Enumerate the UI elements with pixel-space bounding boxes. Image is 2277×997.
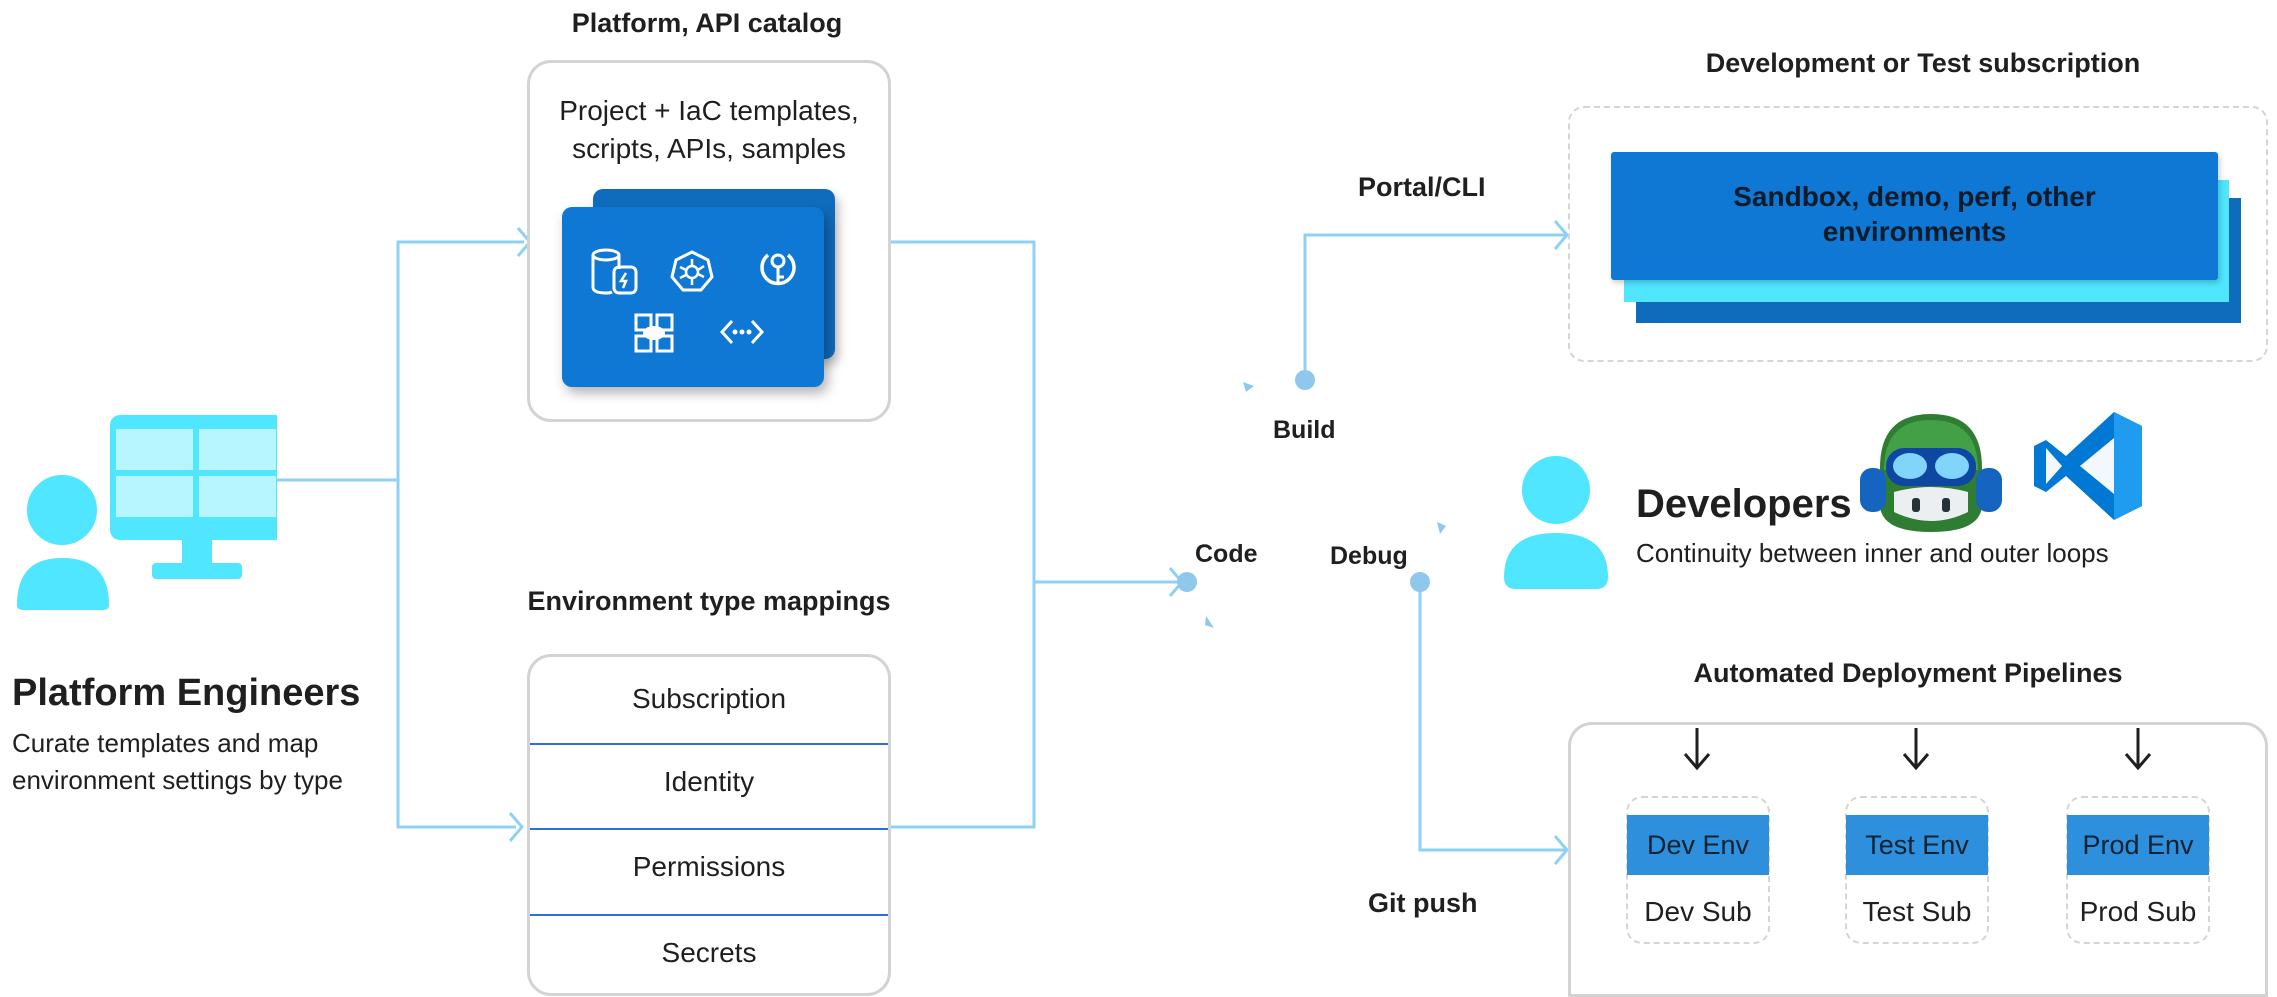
dev-sub-label: Dev Sub (1644, 896, 1752, 927)
sandbox-environments-box: Sandbox, demo, perf, other environments (1611, 152, 2218, 280)
platform-engineers-subtitle-line2: environment settings by type (12, 765, 343, 795)
build-dot (1295, 370, 1315, 390)
code-dot (1177, 572, 1197, 592)
grid-app-icon (634, 313, 674, 353)
platform-engineer-icon (12, 415, 277, 615)
git-push-label: Git push (1368, 888, 1478, 918)
debug-dot (1410, 572, 1430, 592)
mapping-divider (530, 914, 888, 916)
mapping-row-subscription: Subscription (631, 683, 787, 714)
mapping-divider (530, 743, 888, 745)
env-mappings-heading: Environment type mappings (527, 586, 891, 616)
copilot-icon (1860, 414, 2002, 532)
database-icon (591, 248, 638, 295)
prod-sub-label: Prod Sub (2079, 896, 2197, 927)
developer-icon (1504, 456, 1608, 589)
connector-mappings-to-code (890, 580, 1178, 829)
platform-engineers-title: Platform Engineers (12, 672, 361, 714)
platform-catalog-heading: Platform, API catalog (571, 8, 843, 38)
mapping-row-identity: Identity (663, 766, 755, 797)
kubernetes-icon (670, 250, 714, 292)
key-icon (760, 253, 796, 286)
connector-to-catalog (272, 240, 524, 482)
prod-env-box: Prod Env (2067, 815, 2209, 875)
vscode-icon (2034, 412, 2142, 520)
catalog-front-card (562, 207, 824, 387)
platform-catalog-card: Project + IaC templates, scripts, APIs, … (527, 60, 891, 422)
dev-env-box: Dev Env (1627, 815, 1769, 875)
developers-subtitle: Continuity between inner and outer loops (1636, 538, 2109, 568)
mapping-divider (530, 828, 888, 830)
developers-title: Developers (1636, 482, 1852, 526)
debug-label: Debug (1330, 542, 1408, 570)
portal-cli-label: Portal/CLI (1358, 172, 1486, 202)
sandbox-line1: Sandbox, demo, perf, other (1733, 181, 2096, 212)
catalog-description-line1: Project + IaC templates, (559, 95, 859, 126)
mapping-row-secrets: Secrets (661, 937, 757, 968)
mapping-row-permissions: Permissions (632, 851, 786, 882)
sandbox-line2: environments (1822, 216, 2007, 247)
env-mappings-card: Subscription Identity Permissions Secret… (527, 654, 891, 996)
test-sub-label: Test Sub (1862, 896, 1972, 927)
build-label: Build (1273, 416, 1336, 444)
platform-engineers-subtitle-line1: Curate templates and map (12, 728, 319, 758)
pipelines-heading: Automated Deployment Pipelines (1693, 658, 2123, 688)
code-label: Code (1195, 540, 1258, 568)
connector-catalog-to-code (890, 240, 1036, 582)
connector-debug-to-pipelines (1418, 582, 1565, 852)
test-env-box: Test Env (1846, 815, 1988, 875)
dev-test-subscription-heading: Development or Test subscription (1705, 48, 2141, 78)
catalog-description-line2: scripts, APIs, samples (572, 133, 846, 164)
connector-to-mappings (396, 480, 516, 829)
api-connection-icon (720, 319, 764, 345)
dev-test-subscription-container (1568, 106, 2268, 362)
connector-build-to-sandbox (1303, 233, 1565, 380)
